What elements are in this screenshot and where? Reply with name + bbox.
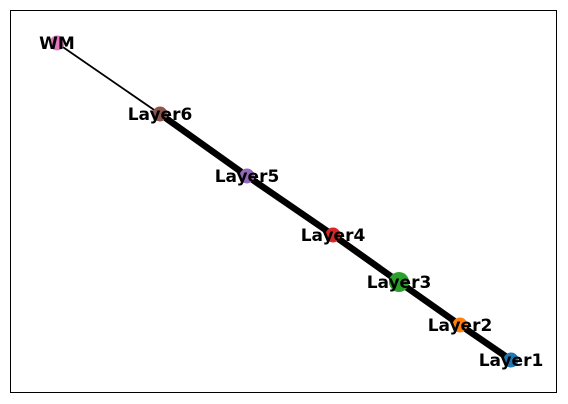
node-label-layer1: Layer1 [479, 351, 544, 371]
node-wm [49, 35, 65, 51]
edge-wm-layer6 [56, 42, 161, 115]
edge-layer6-layer5 [156, 110, 251, 180]
node-layer2 [452, 317, 468, 333]
node-layer6 [152, 106, 168, 122]
edge-layer2-layer1 [456, 321, 515, 364]
edge-layer5-layer4 [243, 172, 337, 239]
node-label-layer5: Layer5 [215, 167, 280, 187]
node-label-layer4: Layer4 [301, 226, 366, 246]
node-label-layer2: Layer2 [428, 316, 493, 336]
node-layer5 [239, 168, 255, 184]
edges-layer [56, 42, 515, 364]
node-label-wm: WM [39, 34, 75, 54]
nodes-layer [49, 35, 519, 368]
edge-layer3-layer2 [395, 278, 464, 329]
node-layer3 [389, 272, 409, 292]
node-label-layer3: Layer3 [367, 273, 432, 293]
edge-layer4-layer3 [329, 231, 403, 286]
node-label-layer6: Layer6 [128, 105, 193, 125]
node-layer1 [503, 352, 519, 368]
node-layer4 [325, 227, 341, 243]
